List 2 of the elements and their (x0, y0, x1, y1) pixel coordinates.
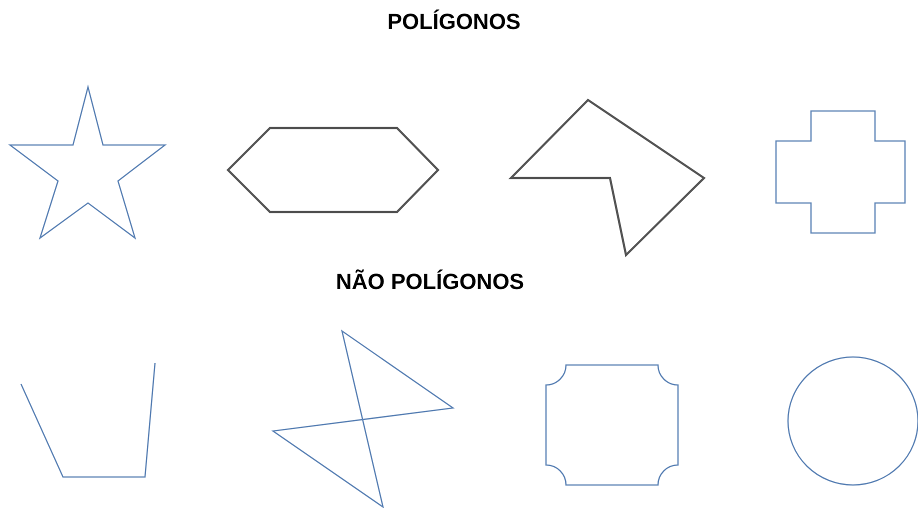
heading: POLÍGONOS (387, 9, 521, 35)
heading: NÃO POLÍGONOS (336, 269, 524, 295)
